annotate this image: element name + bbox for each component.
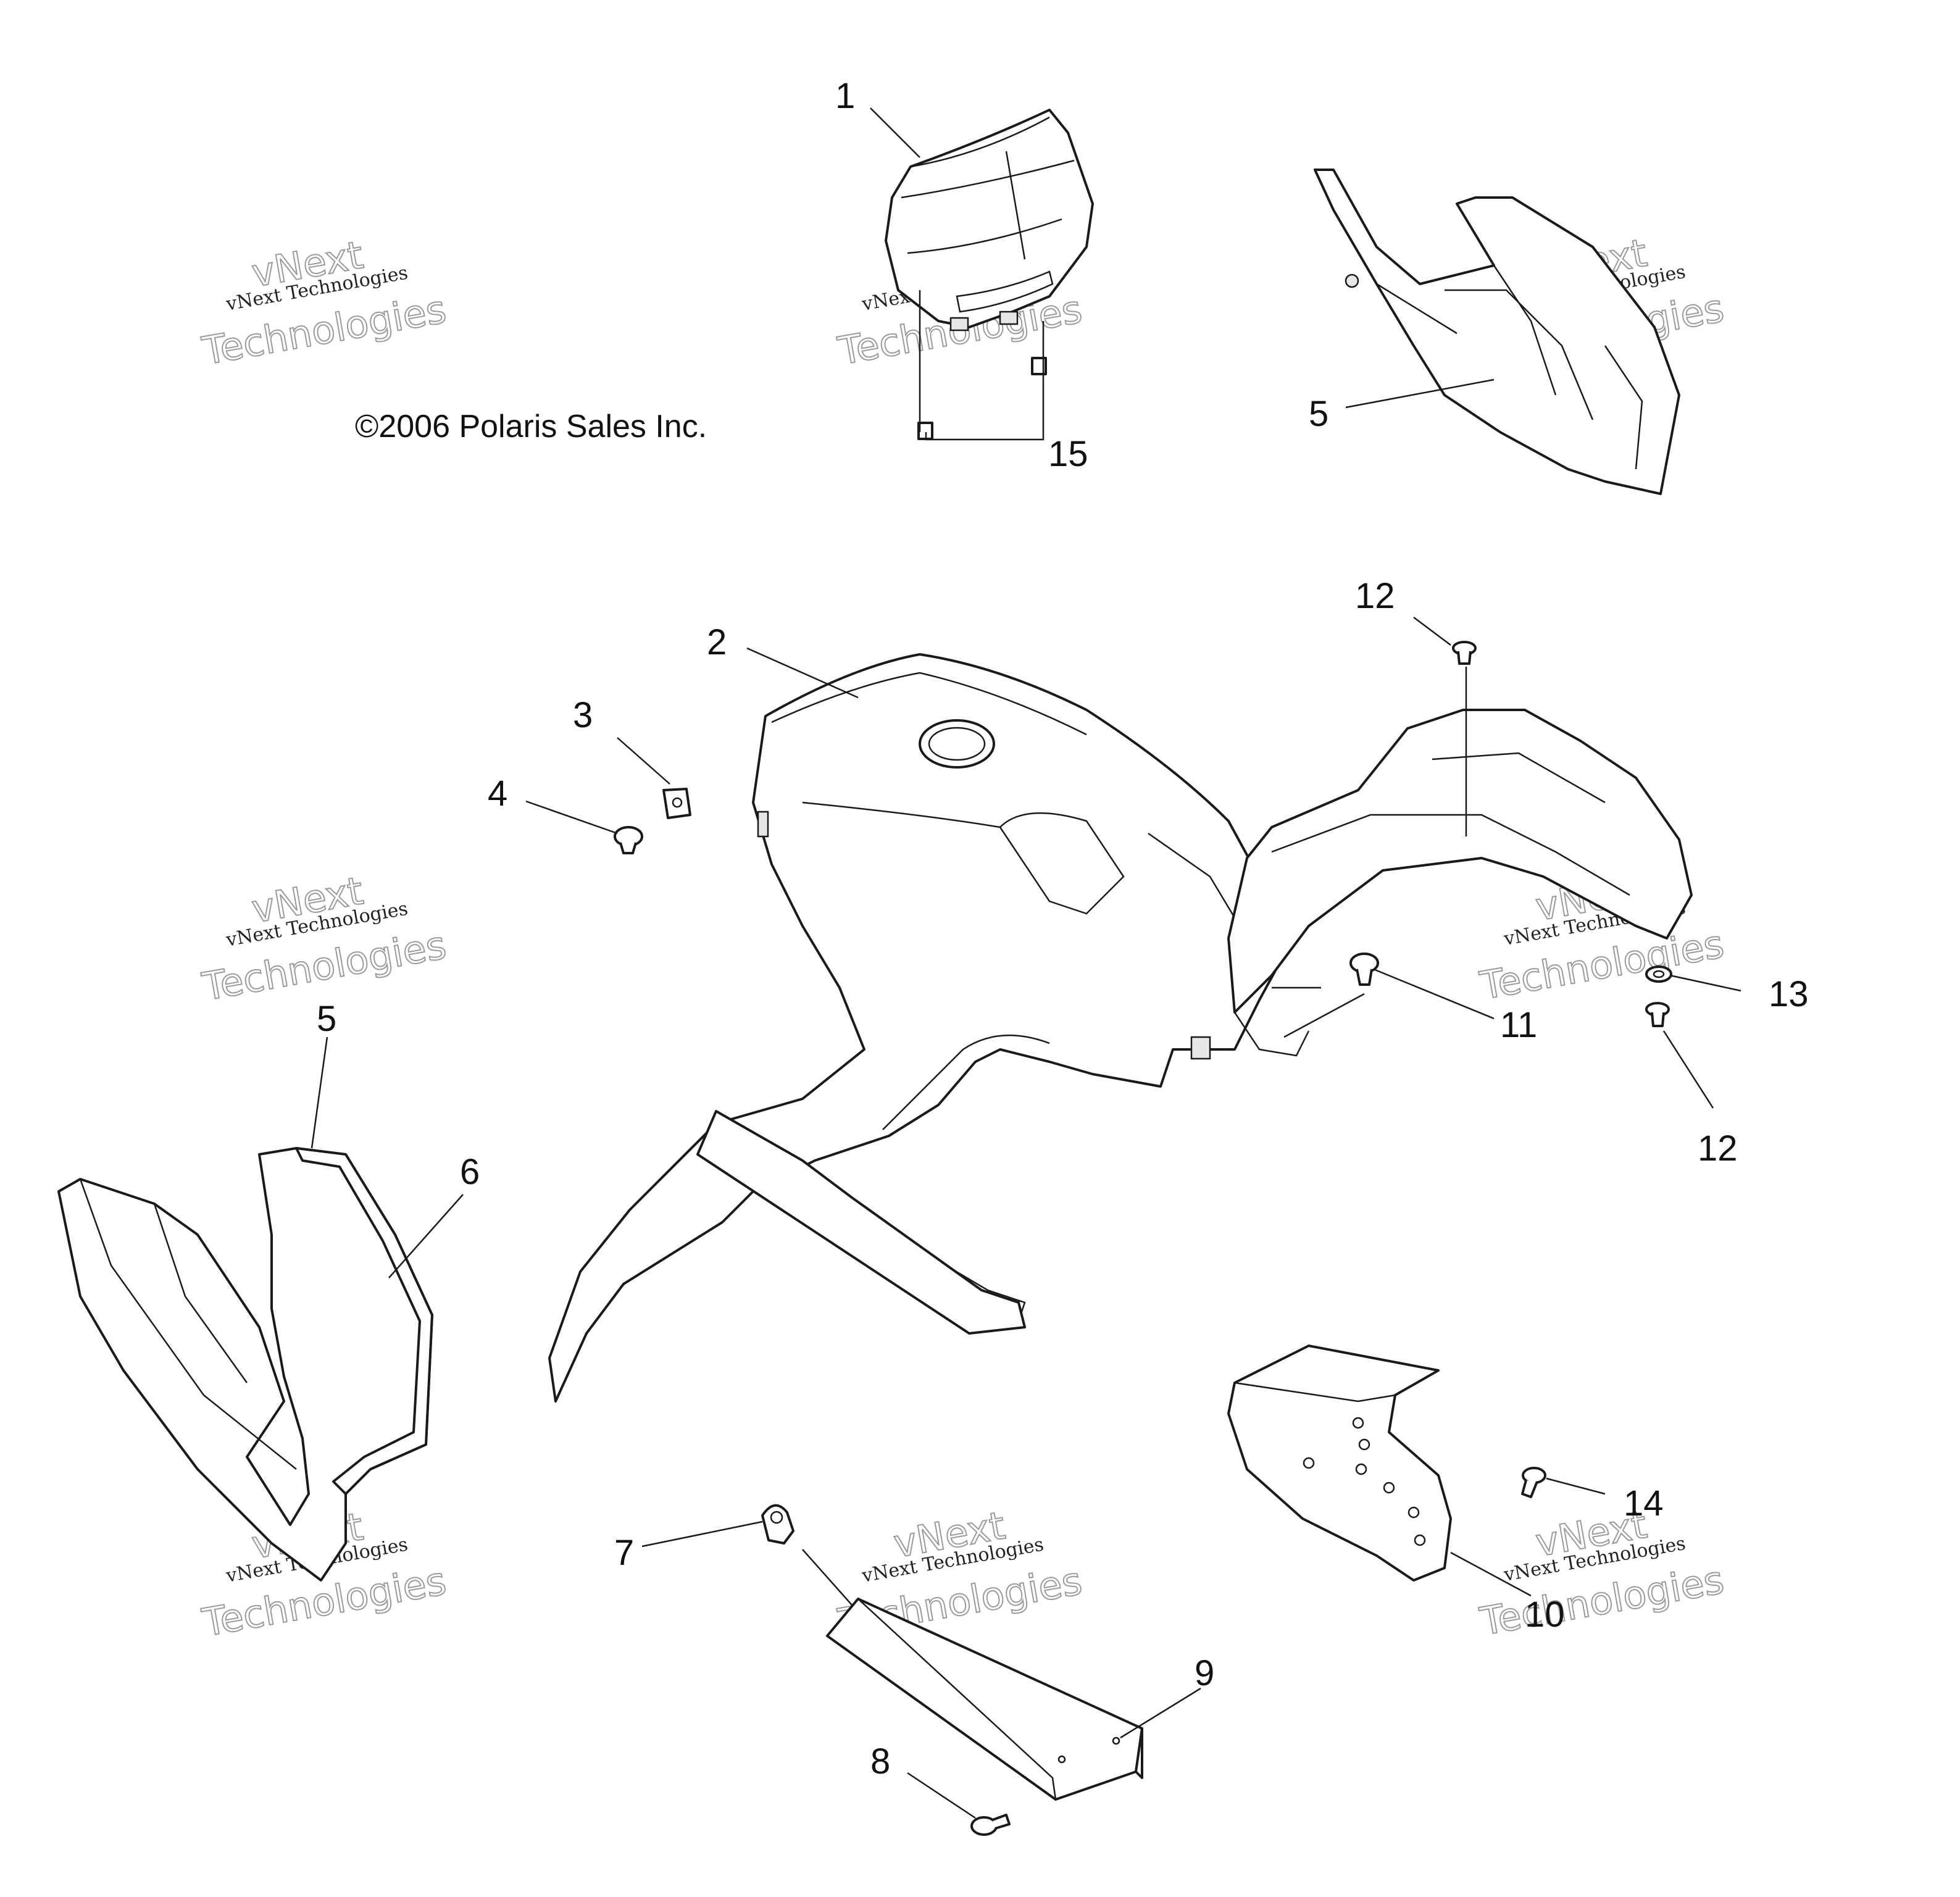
part-8-screw — [970, 1814, 1011, 1836]
copyright-text: ©2006 Polaris Sales Inc. — [355, 409, 707, 444]
callout-2: 2 — [707, 622, 727, 662]
callout-10: 10 — [1525, 1595, 1565, 1635]
callout-8: 8 — [870, 1741, 890, 1782]
part-7-clip — [761, 1504, 794, 1545]
part-rear-fender — [1227, 709, 1693, 1057]
callout-14: 14 — [1624, 1483, 1664, 1524]
watermark-mid-left: vNext vNext Technologies Technologies — [198, 867, 450, 1010]
callout-11: 11 — [1500, 1005, 1537, 1045]
callout-labels: 1 15 5 2 3 4 12 11 13 12 5 6 7 9 8 10 14 — [317, 76, 1809, 1782]
callout-12-bottom: 12 — [1698, 1128, 1738, 1169]
callout-1: 1 — [835, 76, 855, 116]
leader-lines — [311, 107, 1741, 1819]
part-12-screw-bottom — [1645, 1002, 1670, 1027]
part-10-heat-shield — [1227, 1345, 1452, 1582]
part-5-side-panel-left — [57, 1147, 433, 1582]
callout-7: 7 — [614, 1533, 634, 1573]
watermark-top-left: vNext vNext Technologies Technologies — [198, 231, 450, 374]
part-5-side-panel-top — [1314, 169, 1680, 495]
part-15-decals — [917, 357, 1047, 440]
callout-12-top: 12 — [1355, 576, 1395, 616]
callout-13: 13 — [1769, 974, 1809, 1014]
part-2-front-fender — [548, 653, 1298, 1403]
callout-15: 15 — [1048, 434, 1088, 474]
part-9-bracket — [826, 1598, 1143, 1801]
part-3-nut-plate — [662, 788, 691, 819]
part-14-screw — [1521, 1467, 1546, 1498]
callout-4: 4 — [488, 773, 507, 814]
callout-5-top: 5 — [1309, 394, 1328, 434]
callout-5-left: 5 — [317, 999, 336, 1039]
part-12-screw-top — [1452, 641, 1477, 665]
watermark-bottom-right: vNext vNext Technologies Technologies — [1476, 1501, 1728, 1645]
callout-6: 6 — [460, 1152, 480, 1192]
part-1-pod-cover — [885, 109, 1094, 331]
part-6-panel-liner — [295, 1147, 433, 1495]
callout-9: 9 — [1195, 1653, 1214, 1693]
part-4-push-rivet — [614, 826, 643, 854]
part-11-fastener — [1349, 953, 1379, 986]
part-13-washer — [1645, 965, 1672, 983]
callout-3: 3 — [573, 695, 593, 735]
